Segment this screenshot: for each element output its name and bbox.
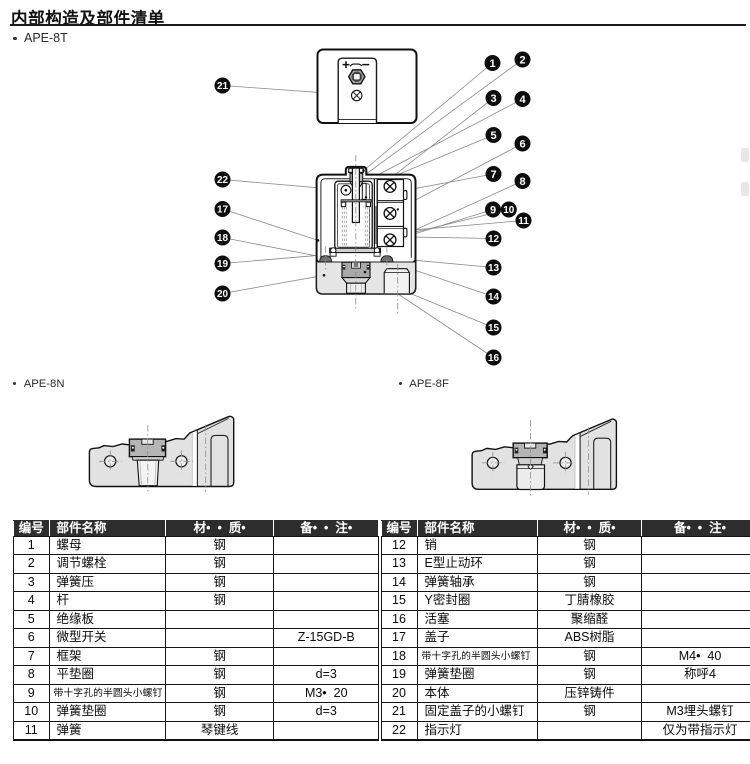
svg-text:19: 19 <box>217 259 229 270</box>
svg-text:4: 4 <box>519 94 526 106</box>
svg-text:18: 18 <box>217 233 229 244</box>
svg-text:7: 7 <box>490 169 496 181</box>
svg-text:13: 13 <box>488 263 500 274</box>
svg-text:2: 2 <box>519 55 525 67</box>
svg-text:3: 3 <box>490 93 496 105</box>
svg-text:14: 14 <box>488 292 500 303</box>
svg-text:17: 17 <box>217 205 229 216</box>
svg-text:15: 15 <box>488 323 500 334</box>
svg-text:16: 16 <box>488 353 500 364</box>
svg-text:11: 11 <box>518 216 529 227</box>
svg-text:10: 10 <box>503 205 515 216</box>
svg-text:6: 6 <box>519 139 525 151</box>
svg-text:8: 8 <box>519 176 525 188</box>
svg-text:9: 9 <box>490 205 496 217</box>
svg-text:22: 22 <box>217 175 229 186</box>
svg-text:1: 1 <box>489 58 495 70</box>
svg-text:21: 21 <box>217 81 229 92</box>
svg-text:12: 12 <box>488 234 500 245</box>
svg-text:20: 20 <box>217 289 229 300</box>
svg-text:5: 5 <box>490 130 496 142</box>
